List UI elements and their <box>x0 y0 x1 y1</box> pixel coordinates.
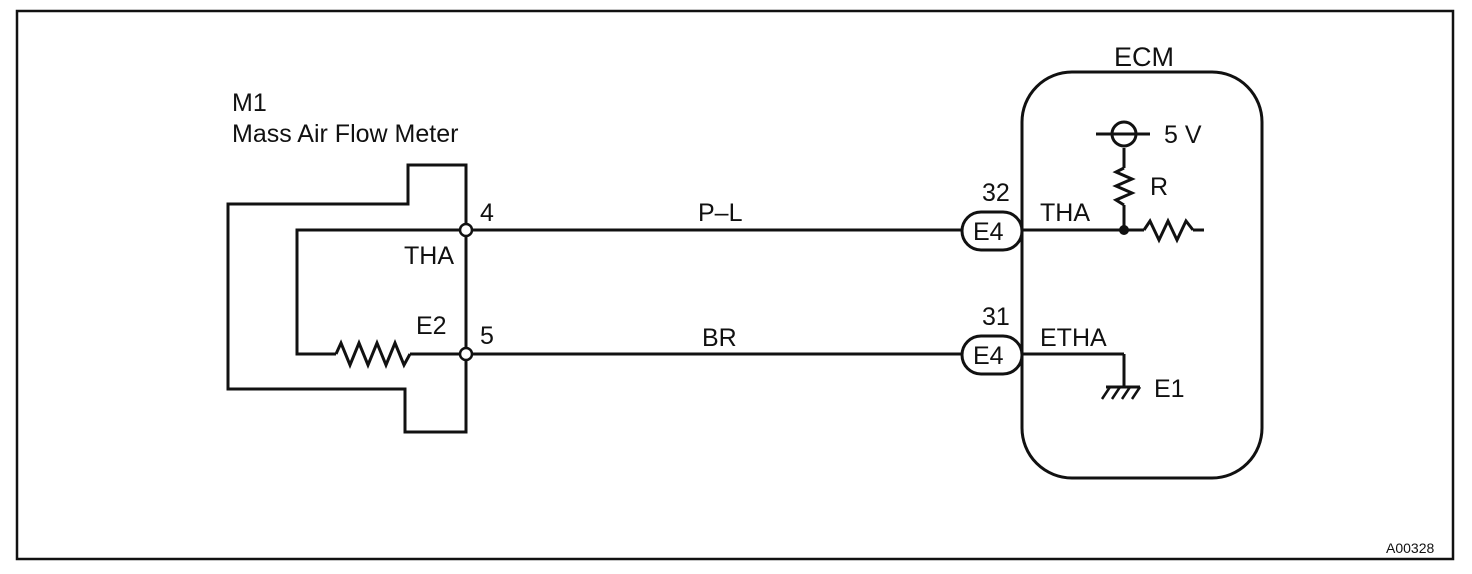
component-id: M1 <box>232 89 267 117</box>
diagram-frame <box>15 9 1455 561</box>
sensor-tha-label: THA <box>404 242 454 270</box>
ecm-resistor-label: R <box>1150 173 1168 201</box>
ecm-resistor-r <box>1112 166 1136 207</box>
component-name: Mass Air Flow Meter <box>232 120 458 148</box>
connector-e4-lower-label: E4 <box>973 342 1004 370</box>
ground-hatch-3 <box>1120 386 1132 400</box>
ground-hatch-2 <box>1110 386 1122 400</box>
wire-color-p-l: P–L <box>698 199 743 227</box>
figure-code: A00328 <box>1386 540 1434 556</box>
pin-4-label: 4 <box>480 199 494 227</box>
ecm-tha-label: THA <box>1040 199 1090 227</box>
ground-hatch-4 <box>1130 386 1142 400</box>
pin-32-label: 32 <box>982 179 1010 207</box>
connector-e4-upper-label: E4 <box>973 218 1004 246</box>
ecm-supply-label: 5 V <box>1164 121 1202 149</box>
thermistor-resistor <box>334 339 412 369</box>
wire-color-br: BR <box>702 324 737 352</box>
ecm-etha-label: ETHA <box>1040 324 1107 352</box>
ecm-box <box>1020 70 1264 480</box>
ecm-input-resistor <box>1142 217 1195 244</box>
pin-31-label: 31 <box>982 303 1010 331</box>
pin-5-label: 5 <box>480 322 494 350</box>
sensor-body-outline <box>226 163 468 434</box>
sensor-internal-wire <box>295 228 466 356</box>
ecm-e1-label: E1 <box>1154 375 1185 403</box>
terminal-5 <box>458 346 474 362</box>
terminal-4 <box>458 222 474 238</box>
ecm-title: ECM <box>1114 42 1174 72</box>
ground-hatch-1 <box>1100 386 1112 400</box>
sensor-e2-label: E2 <box>416 312 447 340</box>
